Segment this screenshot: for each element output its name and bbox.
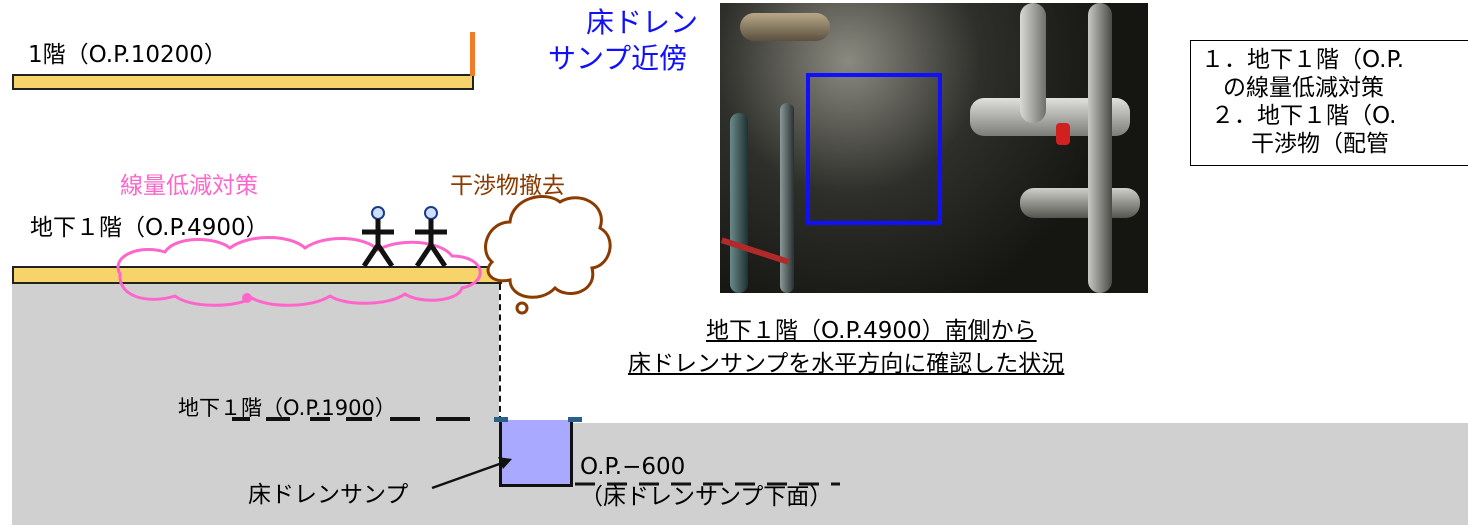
floor1-label: 1階（O.P.10200） xyxy=(28,42,227,68)
sump-label: 床ドレンサンプ xyxy=(248,482,409,508)
sump-rim-right xyxy=(568,417,582,422)
removal-label: 干渉物撤去 xyxy=(450,173,565,199)
cloud-tail-dot xyxy=(242,293,252,303)
photo-pipe xyxy=(1088,3,1112,293)
photo-pipe xyxy=(740,13,830,41)
photo-callout-line1: 床ドレン xyxy=(586,6,699,39)
photo-pipe xyxy=(780,103,794,293)
sump-bottom-label: （床ドレンサンプ下面） xyxy=(580,484,833,510)
removal-cloud-tail xyxy=(515,301,529,315)
dashed-drop-line xyxy=(499,284,501,422)
note-item-1: １．地下１階（O.P. xyxy=(1201,47,1405,73)
sump-pit-water xyxy=(502,420,570,486)
note-item-2: ２．地下１階（O. xyxy=(1211,103,1397,129)
note-item-1-cont: の線量低減対策 xyxy=(1223,75,1384,101)
floor1-orange-marker xyxy=(470,32,475,76)
notes-box: １．地下１階（O.P. の線量低減対策 ２．地下１階（O. 干渉物（配管 xyxy=(1190,40,1468,166)
photo-callout-line2: サンプ近傍 xyxy=(548,42,688,75)
photo-highlight-box xyxy=(806,73,942,225)
dose-reduction-label: 線量低減対策 xyxy=(120,173,258,199)
sump-rim-left xyxy=(494,417,508,422)
photo-caption-line2: 床ドレンサンプを水平方向に確認した状況 xyxy=(628,351,1065,377)
dose-reduction-cloud xyxy=(116,236,482,307)
photo-pipe xyxy=(1020,188,1140,218)
worker-figure-2 xyxy=(414,206,448,268)
removal-cloud xyxy=(484,195,612,299)
photo-pipe xyxy=(1020,3,1046,123)
photo-red-valve xyxy=(1056,123,1070,145)
ground-lower xyxy=(12,423,1468,525)
note-item-2-cont: 干渉物（配管 xyxy=(1251,131,1389,157)
floor1-slab xyxy=(12,74,474,90)
op-minus600-label: O.P.−600 xyxy=(580,454,686,480)
b1-label: 地下１階（O.P.4900） xyxy=(30,215,269,241)
sump-photo xyxy=(720,3,1148,293)
photo-pipe xyxy=(730,113,748,293)
b1-lower-label: 地下１階（O.P.1900） xyxy=(178,396,396,420)
photo-caption-line1: 地下１階（O.P.4900）南側から xyxy=(706,318,1037,344)
worker-figure-1 xyxy=(361,206,395,268)
sump-arrow xyxy=(431,460,506,490)
sump-pit-outline xyxy=(499,420,573,487)
